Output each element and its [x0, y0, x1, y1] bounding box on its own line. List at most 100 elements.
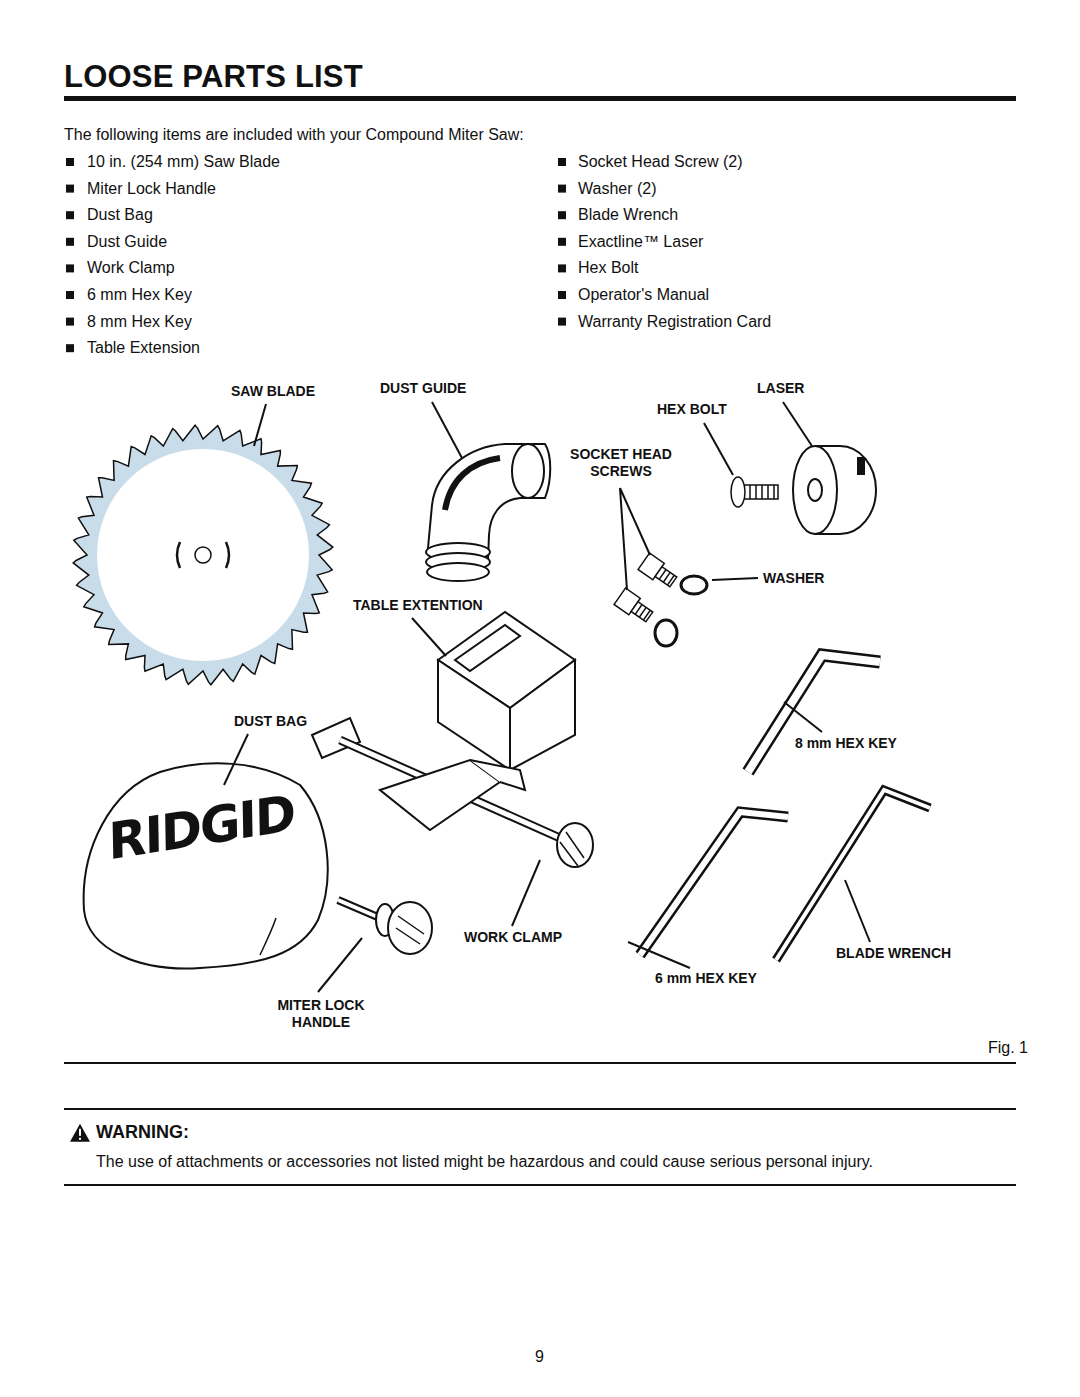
bullet-square — [558, 238, 566, 246]
clamp-pad — [312, 718, 360, 758]
table-extension-drawing — [438, 612, 575, 770]
screw-shank — [631, 602, 653, 622]
hex-key-6-outline — [640, 812, 788, 955]
bullet-square — [66, 158, 74, 166]
list-item: 6 mm Hex Key — [87, 285, 192, 304]
clamp-screw — [340, 740, 560, 838]
bag-drawstring — [260, 918, 276, 955]
leader-line — [704, 423, 733, 475]
screw-thread — [635, 605, 650, 621]
list-item: Blade Wrench — [578, 205, 678, 224]
leader-line — [318, 938, 362, 992]
laser-drawing — [793, 446, 876, 534]
hex-key-6-body — [640, 812, 788, 955]
part-label: BLADE WRENCH — [836, 945, 951, 962]
blade-slot — [226, 542, 229, 568]
hex-key-8-outline — [748, 655, 880, 772]
bullet-square — [66, 264, 74, 272]
warning-triangle — [70, 1124, 90, 1142]
page-number: 9 — [535, 1347, 544, 1366]
handle-grip — [396, 916, 424, 944]
elbow-opening — [512, 444, 544, 498]
bullet-group — [66, 158, 566, 352]
leader-line — [628, 942, 690, 968]
part-label: SAW BLADE — [231, 383, 315, 400]
part-label: DUST BAG — [234, 713, 307, 730]
list-item: 8 mm Hex Key — [87, 312, 192, 331]
elbow-shade — [445, 458, 500, 510]
illustration-part — [638, 553, 679, 590]
list-item: Exactline™ Laser — [578, 232, 703, 251]
screw-thread — [659, 570, 674, 586]
list-item: Hex Bolt — [578, 258, 638, 277]
bag-outline — [84, 763, 328, 968]
leader-line — [512, 860, 540, 926]
part-label: TABLE EXTENTION — [353, 597, 483, 614]
part-label: 6 mm HEX KEY — [655, 970, 757, 987]
extension-groove — [455, 625, 520, 671]
saw-blade-teeth — [73, 425, 333, 685]
clamp-knob-grip — [560, 832, 584, 866]
clamp-screw-core — [340, 740, 560, 838]
hex-key-drawing — [640, 655, 930, 960]
miter-handle-drawing — [338, 900, 432, 954]
arbor-hole — [195, 547, 211, 563]
leader-line — [712, 578, 758, 580]
laser-face — [793, 446, 837, 534]
part-label: SOCKET HEAD SCREWS — [561, 446, 681, 480]
clamp-body — [380, 760, 500, 830]
leader-lines — [224, 402, 870, 992]
blade-slot — [177, 542, 180, 568]
list-item: Dust Bag — [87, 205, 153, 224]
part-label: WORK CLAMP — [464, 929, 562, 946]
laser-mark — [858, 458, 864, 474]
bullet-square — [558, 158, 566, 166]
figure-caption: Fig. 1 — [988, 1038, 1028, 1057]
warning-mark — [79, 1138, 81, 1140]
bullet-square — [558, 185, 566, 193]
part-label: HEX BOLT — [657, 401, 727, 418]
saw-blade-body — [97, 449, 309, 661]
bullet-square — [66, 318, 74, 326]
bullet-square — [66, 185, 74, 193]
list-item: Warranty Registration Card — [578, 312, 771, 331]
hex-bolt-drawing — [731, 477, 778, 507]
leader-line — [254, 404, 266, 446]
list-item: 10 in. (254 mm) Saw Blade — [87, 152, 280, 171]
washer-ring — [681, 576, 707, 594]
list-item: Dust Guide — [87, 232, 167, 251]
screws-drawing — [614, 553, 707, 646]
leader-line — [783, 402, 812, 446]
list-item: Miter Lock Handle — [87, 179, 216, 198]
warning-band: WARNING:The use of attachments or access… — [64, 1108, 1016, 1186]
part-label: WASHER — [763, 570, 824, 587]
hex-key-8-body — [748, 655, 880, 772]
elbow-ring — [427, 563, 489, 581]
clamp-knob — [557, 823, 593, 867]
handle-screw — [338, 900, 380, 918]
dust-bag-drawing — [84, 763, 328, 968]
warning-mark — [79, 1129, 81, 1136]
bullet-square — [66, 238, 74, 246]
part-label: 8 mm HEX KEY — [795, 735, 897, 752]
warning-icon — [70, 1124, 90, 1142]
bullet-square — [558, 291, 566, 299]
bullet-square — [66, 344, 74, 352]
page-title: LOOSE PARTS LIST — [64, 58, 363, 95]
handle-screw-core — [338, 900, 380, 918]
list-item: Table Extension — [87, 338, 200, 357]
bolt-head — [731, 477, 745, 507]
dust-guide-drawing — [426, 444, 550, 581]
blade-wrench-body — [776, 790, 930, 960]
handle-knob — [388, 902, 432, 954]
bolt-shaft — [742, 485, 778, 499]
washer-ring — [655, 620, 677, 646]
bullet-square — [558, 264, 566, 272]
leader-line — [224, 734, 248, 785]
bolt-thread — [750, 485, 774, 499]
bullet-square — [558, 211, 566, 219]
blade-wrench-outline — [776, 790, 930, 960]
figure-rule — [64, 1062, 1016, 1064]
